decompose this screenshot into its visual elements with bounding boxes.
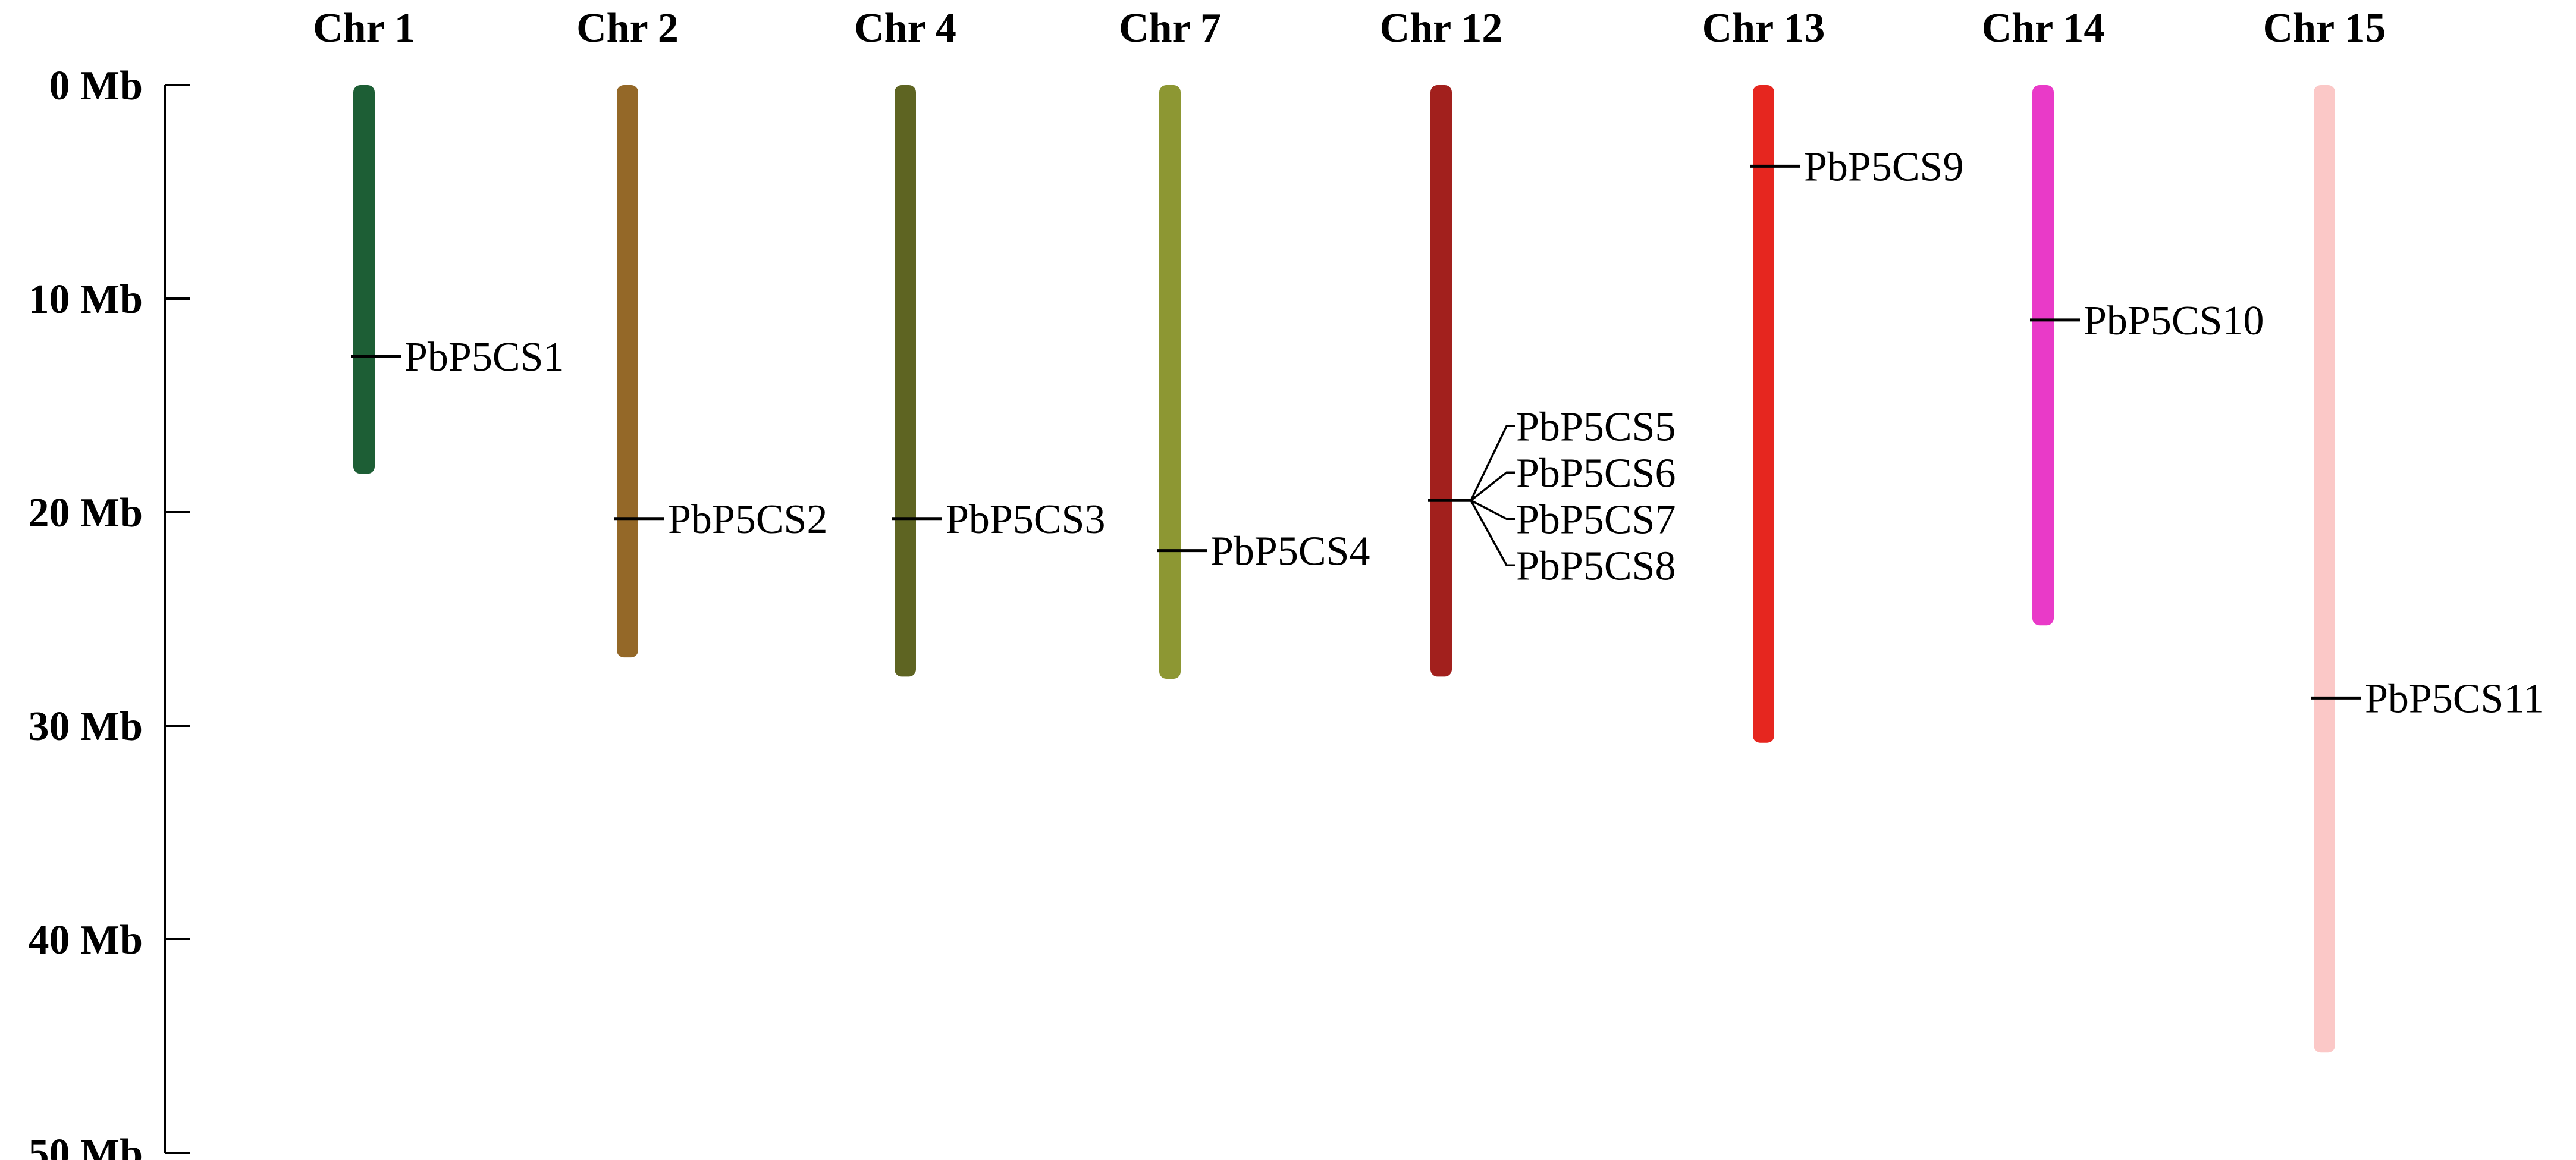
chromosome-title: Chr 15: [2263, 5, 2386, 51]
chromosome-bar: [617, 85, 638, 658]
gene-label: PbP5CS4: [1210, 529, 1370, 575]
chromosome-title: Chr 4: [854, 5, 956, 51]
gene-label: PbP5CS9: [1804, 144, 1963, 190]
scale-tick-label: 30 Mb: [29, 704, 143, 750]
gene-label: PbP5CS1: [404, 334, 564, 380]
gene-label: PbP5CS8: [1516, 543, 1676, 589]
gene-label: PbP5CS11: [2365, 676, 2544, 722]
scale-tick-label: 50 Mb: [29, 1131, 143, 1160]
gene-label: PbP5CS10: [2084, 298, 2264, 344]
gene-leader-line: [1470, 499, 1515, 521]
chromosome-title: Chr 1: [313, 5, 415, 51]
chromosome-bar: [2314, 85, 2335, 1053]
gene-label: PbP5CS6: [1516, 450, 1676, 496]
gene-label: PbP5CS7: [1516, 497, 1676, 543]
chromosome-bar: [353, 85, 375, 474]
chromosome-bar: [1159, 85, 1181, 679]
chromosome-bar: [1430, 85, 1452, 677]
scale-tick-label: 20 Mb: [29, 490, 143, 536]
chromosome-bar: [895, 85, 916, 677]
gene-label: PbP5CS5: [1516, 404, 1676, 450]
chromosome-title: Chr 2: [576, 5, 679, 51]
chromosome-bar: [1753, 85, 1774, 743]
scale-axis: 0 Mb 10 Mb 20 Mb 30 Mb 40 Mb 50 Mb: [29, 63, 190, 1160]
chromosome-bar: [2032, 85, 2054, 626]
scale-tick-label: 0 Mb: [49, 63, 143, 109]
chromosome-title: Chr 14: [1982, 5, 2105, 51]
chromosome-title: Chr 7: [1119, 5, 1221, 51]
scale-tick-label: 10 Mb: [29, 277, 143, 322]
gene-label: PbP5CS3: [946, 497, 1105, 543]
gene-leader-line: [1470, 471, 1515, 501]
chromosome-title: Chr 13: [1702, 5, 1825, 51]
gene-label: PbP5CS2: [668, 497, 827, 543]
gene-leader-line: [1470, 500, 1515, 567]
chromosomes: Chr 1 Chr 2 Chr 4 Chr 7 Chr 12 Chr 13 Chr 14 Ch…: [313, 5, 2386, 1053]
gene-leader-line: [1470, 425, 1515, 501]
scale-tick-label: 40 Mb: [29, 917, 143, 963]
chromosome-title: Chr 12: [1380, 5, 1503, 51]
